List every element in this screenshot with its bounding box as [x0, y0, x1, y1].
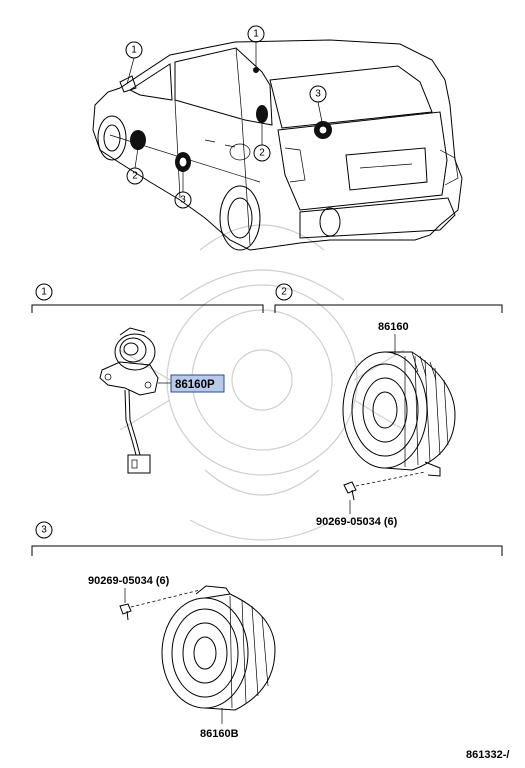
- svg-text:1: 1: [253, 29, 259, 40]
- svg-text:2: 2: [281, 287, 287, 298]
- screw-section-3: [119, 589, 201, 621]
- svg-text:90269-05034 (6): 90269-05034 (6): [88, 575, 170, 587]
- svg-text:86160B: 86160B: [200, 728, 239, 740]
- screw-section-2: [343, 471, 426, 501]
- svg-text:1: 1: [41, 287, 47, 298]
- section-1-header: 1: [31, 283, 264, 313]
- vehicle-illustration: [92, 39, 463, 251]
- diagram-reference-code: 861332-/: [466, 749, 509, 761]
- callout-3-rear: 3: [309, 85, 327, 103]
- svg-text:3: 3: [315, 89, 321, 100]
- speaker-86160B: [161, 585, 276, 711]
- callout-2-rear: 2: [253, 144, 271, 162]
- svg-text:1: 1: [131, 45, 137, 56]
- speaker-86160: [342, 351, 456, 477]
- svg-text:86160P: 86160P: [175, 379, 215, 391]
- watermark-emblem: [119, 224, 405, 541]
- svg-text:3: 3: [180, 195, 186, 206]
- section-3-header: 3: [31, 521, 503, 556]
- svg-text:86160: 86160: [378, 321, 409, 333]
- svg-text:2: 2: [259, 148, 265, 159]
- callout-2-front: 2: [126, 167, 144, 185]
- part-label-86160B: 86160B: [200, 708, 239, 740]
- part-label-90269-sec3: 90269-05034 (6): [88, 575, 170, 603]
- tweeter-assembly-86160P: [99, 327, 172, 474]
- part-label-90269-sec2: 90269-05034 (6): [316, 500, 398, 528]
- callout-1-roof: 1: [247, 25, 265, 43]
- part-label-86160P: 86160P: [170, 374, 225, 393]
- svg-text:861332-/: 861332-/: [466, 749, 509, 761]
- section-2-header: 2: [274, 283, 503, 313]
- part-label-86160: 86160: [378, 321, 409, 355]
- svg-text:3: 3: [41, 525, 47, 536]
- callout-3-door: 3: [174, 191, 192, 209]
- callout-1-left: 1: [125, 41, 143, 59]
- svg-text:2: 2: [132, 171, 138, 182]
- callout-leaders: [126, 42, 323, 192]
- svg-text:90269-05034 (6): 90269-05034 (6): [316, 516, 398, 528]
